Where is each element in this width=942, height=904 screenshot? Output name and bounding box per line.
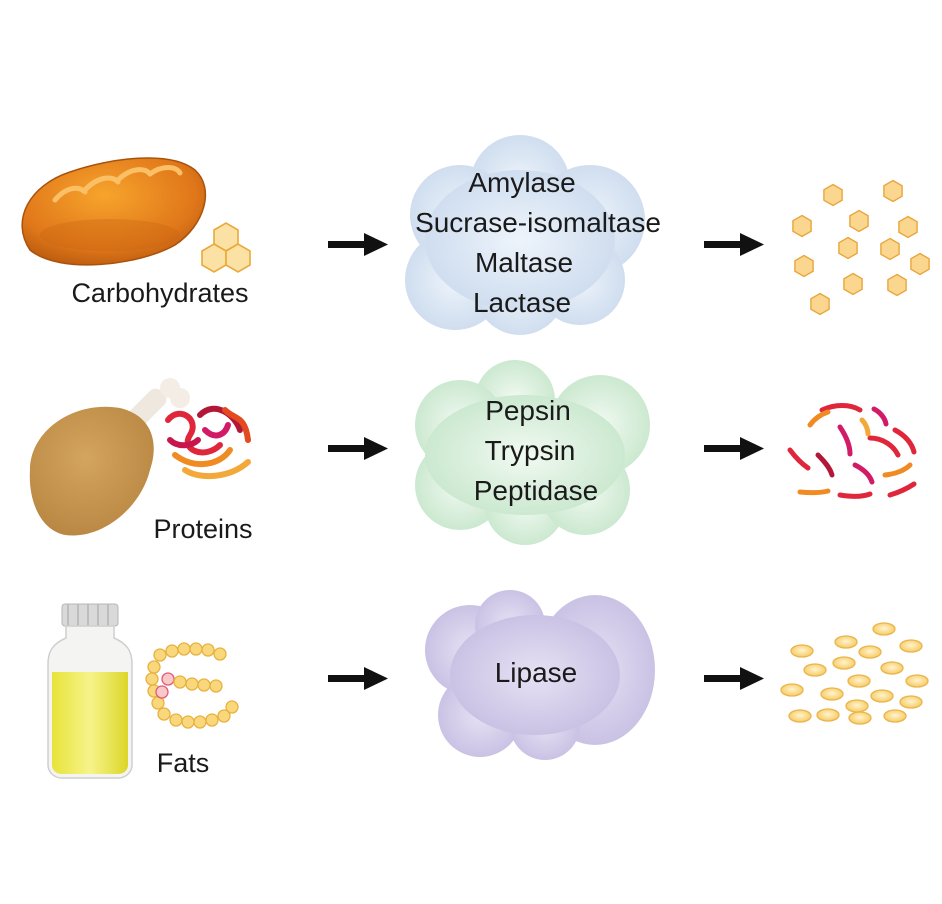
food-label-fats: Fats	[157, 748, 210, 778]
enzyme-maltase: Maltase	[475, 247, 573, 278]
enzyme-pepsin: Pepsin	[485, 395, 571, 426]
glucose-hexagon-icon	[201, 222, 251, 273]
bread-icon	[21, 157, 207, 266]
chicken-leg-icon	[29, 378, 190, 536]
monosaccharide-hexagon-icon	[792, 179, 930, 316]
food-label-carbohydrates: Carbohydrates	[71, 278, 248, 308]
arrow-icon	[704, 437, 764, 460]
fatty-acid-droplet-icon	[780, 622, 929, 725]
arrow-icon	[704, 233, 764, 256]
lipid-chain-icon	[145, 642, 239, 729]
arrow-icon	[328, 437, 388, 460]
enzyme-list-carbohydrates: Amylase Sucrase-isomaltase Maltase Lacta…	[415, 167, 661, 318]
food-label-proteins: Proteins	[153, 514, 252, 544]
amino-acid-fragment-icon	[787, 403, 917, 499]
arrow-icon	[328, 233, 388, 256]
enzyme-list-proteins: Pepsin Trypsin Peptidase	[474, 395, 599, 506]
enzyme-sucrase-isomaltase: Sucrase-isomaltase	[415, 207, 661, 238]
enzyme-lactase: Lactase	[473, 287, 571, 318]
enzyme-cloud-carbohydrates	[405, 135, 645, 335]
arrow-icon	[704, 667, 764, 690]
enzyme-lipase: Lipase	[495, 657, 578, 688]
enzyme-amylase: Amylase	[468, 167, 575, 198]
enzyme-cloud-fats	[425, 590, 655, 760]
oil-bottle-icon	[47, 603, 133, 779]
protein-ribbon-icon	[165, 405, 251, 480]
enzyme-cloud-proteins	[415, 360, 650, 545]
enzyme-peptidase: Peptidase	[474, 475, 599, 506]
enzyme-trypsin: Trypsin	[485, 435, 576, 466]
arrow-icon	[328, 667, 388, 690]
